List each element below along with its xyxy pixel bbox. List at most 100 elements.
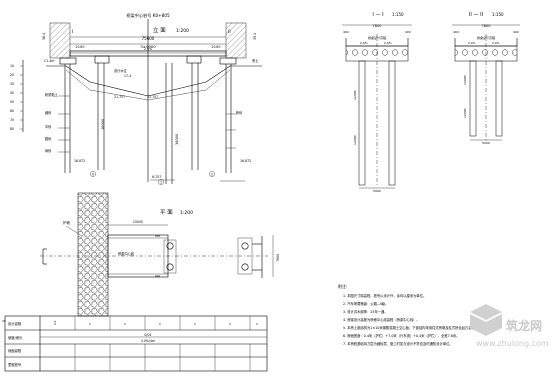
depth-tick-0: 10 (10, 64, 14, 68)
elevation-bottom-right: 16.872 (240, 159, 251, 163)
section-1-pile-spacing: 5000 (373, 189, 381, 193)
elevation-bottom-left: 16.872 (74, 159, 85, 163)
plan-label-center: 桥梁中心线 (118, 251, 135, 256)
elevation-side-tag-right: 黄土 (252, 58, 259, 63)
elevation-slope: 2.0% (144, 47, 152, 51)
section-1-slope-right: 2.0% (384, 41, 392, 45)
elevation-pile-length-2: 18000 (175, 134, 179, 145)
elevation-top-left: 36.4 (42, 33, 46, 40)
section-2-scale: 1:150 (492, 12, 504, 17)
table-row-label-1: 坡度/坡长 (8, 335, 23, 340)
plan-view: 平 面 1:200 护坡 桥梁中心线 7800 10000 (40, 192, 280, 317)
watermark: 筑龙网 www.zhulong.com (470, 304, 549, 348)
notes-item-3: 4. 桥梁设计高程为桥面中心线高程（桥梁中心线）。 (343, 317, 420, 322)
depth-tick-7: 80 (10, 127, 14, 131)
section-2-dim-a: 12000 (463, 75, 467, 85)
depth-scale: 10 20 30 40 50 60 70 80 (10, 60, 24, 132)
soil-label-2: 中砂 (45, 124, 52, 129)
elevation-top-right: 39.2 (253, 33, 257, 40)
elevation-right-mid: 21.757 (147, 95, 158, 99)
section-2-pile-spacing: 5000 (482, 141, 490, 145)
section-2-right-edge: 400 (513, 30, 519, 34)
depth-tick-4: 50 (10, 100, 14, 104)
table-tick-6: 3 (255, 323, 259, 325)
elevation-pile-length: 18000 (101, 119, 105, 130)
profile-table: 20 设计高程 坡度/坡长 地面高程 里程桩号 0/01 3.0%/4m 0.0… (2, 315, 268, 372)
table-left-marker: 20 (2, 319, 6, 323)
section-2: II — II 1:150 7800 400 400 桥梁设计高程 2.0% 2… (452, 12, 520, 145)
elevation-title: 立 面 (153, 26, 166, 34)
section-1-dim-b: 12000 (353, 135, 357, 145)
section-2-dim-b: 12000 (463, 108, 467, 118)
elevation-center-label: 桥梁中心桩号 K0+805 (126, 12, 170, 19)
axis-mark-I: I (72, 29, 73, 35)
elevation-marker-1: 1 (160, 181, 162, 185)
depth-tick-3: 40 (10, 91, 14, 95)
soil-label-4: 砾砂 (45, 148, 52, 153)
plan-dim-width: 7800 (276, 254, 280, 262)
section-1-dim-a: 12000 (353, 90, 357, 100)
notes-item-0: 1. 本图尺寸除高程、桩号以米计外，余均以厘米为单位。 (343, 293, 426, 298)
section-2-title: II — II (469, 12, 483, 18)
table-row-label-2: 地面高程 (8, 348, 22, 353)
section-2-slope-right: 2.0% (492, 41, 500, 45)
plan-scale: 1:200 (180, 210, 193, 216)
table-center-value: 0/01 (144, 333, 151, 337)
elevation-total-span: 75600 (142, 36, 155, 41)
table-tick-5: 3 (228, 323, 232, 325)
elevation-center-elev: 17.4 (124, 74, 131, 78)
notes: 附注: 1. 本图尺寸除高程、桩号以米计外，余均以厘米为单位。 2. 汽车荷载等… (338, 283, 488, 346)
elevation-side-tag-left: C1.4m (44, 59, 54, 63)
watermark-logo-icon (470, 304, 502, 336)
section-1: I — I 1:150 7800 400 400 桥梁设计高程 2.0% 2.0… (342, 12, 412, 193)
elevation-span-detail: 3×9900 (140, 44, 156, 49)
section-2-left-edge: 400 (453, 30, 459, 34)
depth-tick-1: 20 (10, 73, 14, 77)
notes-item-2: 3. 设计洪水频率：25年一遇。 (343, 309, 388, 314)
elevation-scale: 1:200 (176, 28, 189, 34)
table-row-label-0: 设计高程 (8, 321, 22, 326)
section-1-scale: 1:150 (392, 12, 404, 17)
elevation-marker-2: 2 (211, 173, 213, 177)
table-tick-3: 3 (158, 323, 162, 325)
table-center-value-2: 3.0%/4m (141, 339, 155, 343)
elevation-bottom-mid: 6.757 (152, 175, 161, 179)
notes-item-5: 6. 桥面宽度：0.4米（护栏）+7.0米（行车道）+0.4米（护栏），全宽7.… (343, 333, 459, 338)
depth-tick-6: 70 (10, 118, 14, 122)
elevation-piles (64, 63, 232, 184)
section-1-left-edge: 400 (343, 30, 349, 34)
notes-item-4: 5. 本桥上部结构为1×10米钢筋混凝土空心板；下部结构采用柱式桥墩及柱式桥台钻… (343, 325, 488, 330)
notes-item-1: 2. 汽车荷载等级：公路—Ⅱ级。 (343, 301, 388, 306)
notes-item-6: 7. 本桥桩基础持力层为细砂层，施工时如与设计不符应及时通知设计单位。 (343, 341, 453, 346)
plan-title: 平 面 (160, 209, 173, 216)
plan-dim-length: 10000 (133, 220, 143, 224)
elevation-left-mid: 21.757 (114, 95, 125, 99)
table-tick-2: 3 (123, 323, 127, 325)
elevation-view: 桥梁中心桩号 K0+805 立 面 1:200 I II 75600 2100 … (10, 12, 262, 185)
soil-label-5: 粉砂 (236, 110, 243, 115)
table-tick-0: 0.0 (53, 320, 57, 325)
section-2-width: 7800 (482, 24, 491, 28)
depth-tick-5: 60 (10, 109, 14, 113)
watermark-brand: 筑龙网 (506, 318, 542, 333)
notes-heading: 附注: (338, 283, 347, 289)
elevation-markers (90, 171, 215, 185)
table-tick-1: 3 (88, 323, 92, 325)
soil-label-1: 细砂 (45, 110, 52, 115)
section-1-title: I — I (372, 12, 383, 18)
section-1-right-edge: 400 (405, 30, 411, 34)
elevation-marker-0: 0 (92, 173, 94, 177)
elevation-side-dim-right: 2100 (212, 45, 221, 49)
depth-tick-2: 30 (10, 82, 14, 86)
plan-label-guardrail: 护坡 (63, 220, 70, 225)
soil-label-3: 粗砂 (45, 136, 52, 141)
table-row-label-3: 里程桩号 (8, 362, 22, 367)
soil-label-0: 粉质黏土 (45, 92, 59, 97)
elevation-water-level: 设计水位 (114, 68, 128, 73)
elevation-side-dim-left: 2100 (76, 45, 85, 49)
watermark-url: www.zhulong.com (476, 339, 549, 348)
table-tick-4: 3 (193, 323, 197, 325)
section-2-slope-left: 2.0% (468, 41, 476, 45)
section-1-slope-left: 2.0% (360, 41, 368, 45)
